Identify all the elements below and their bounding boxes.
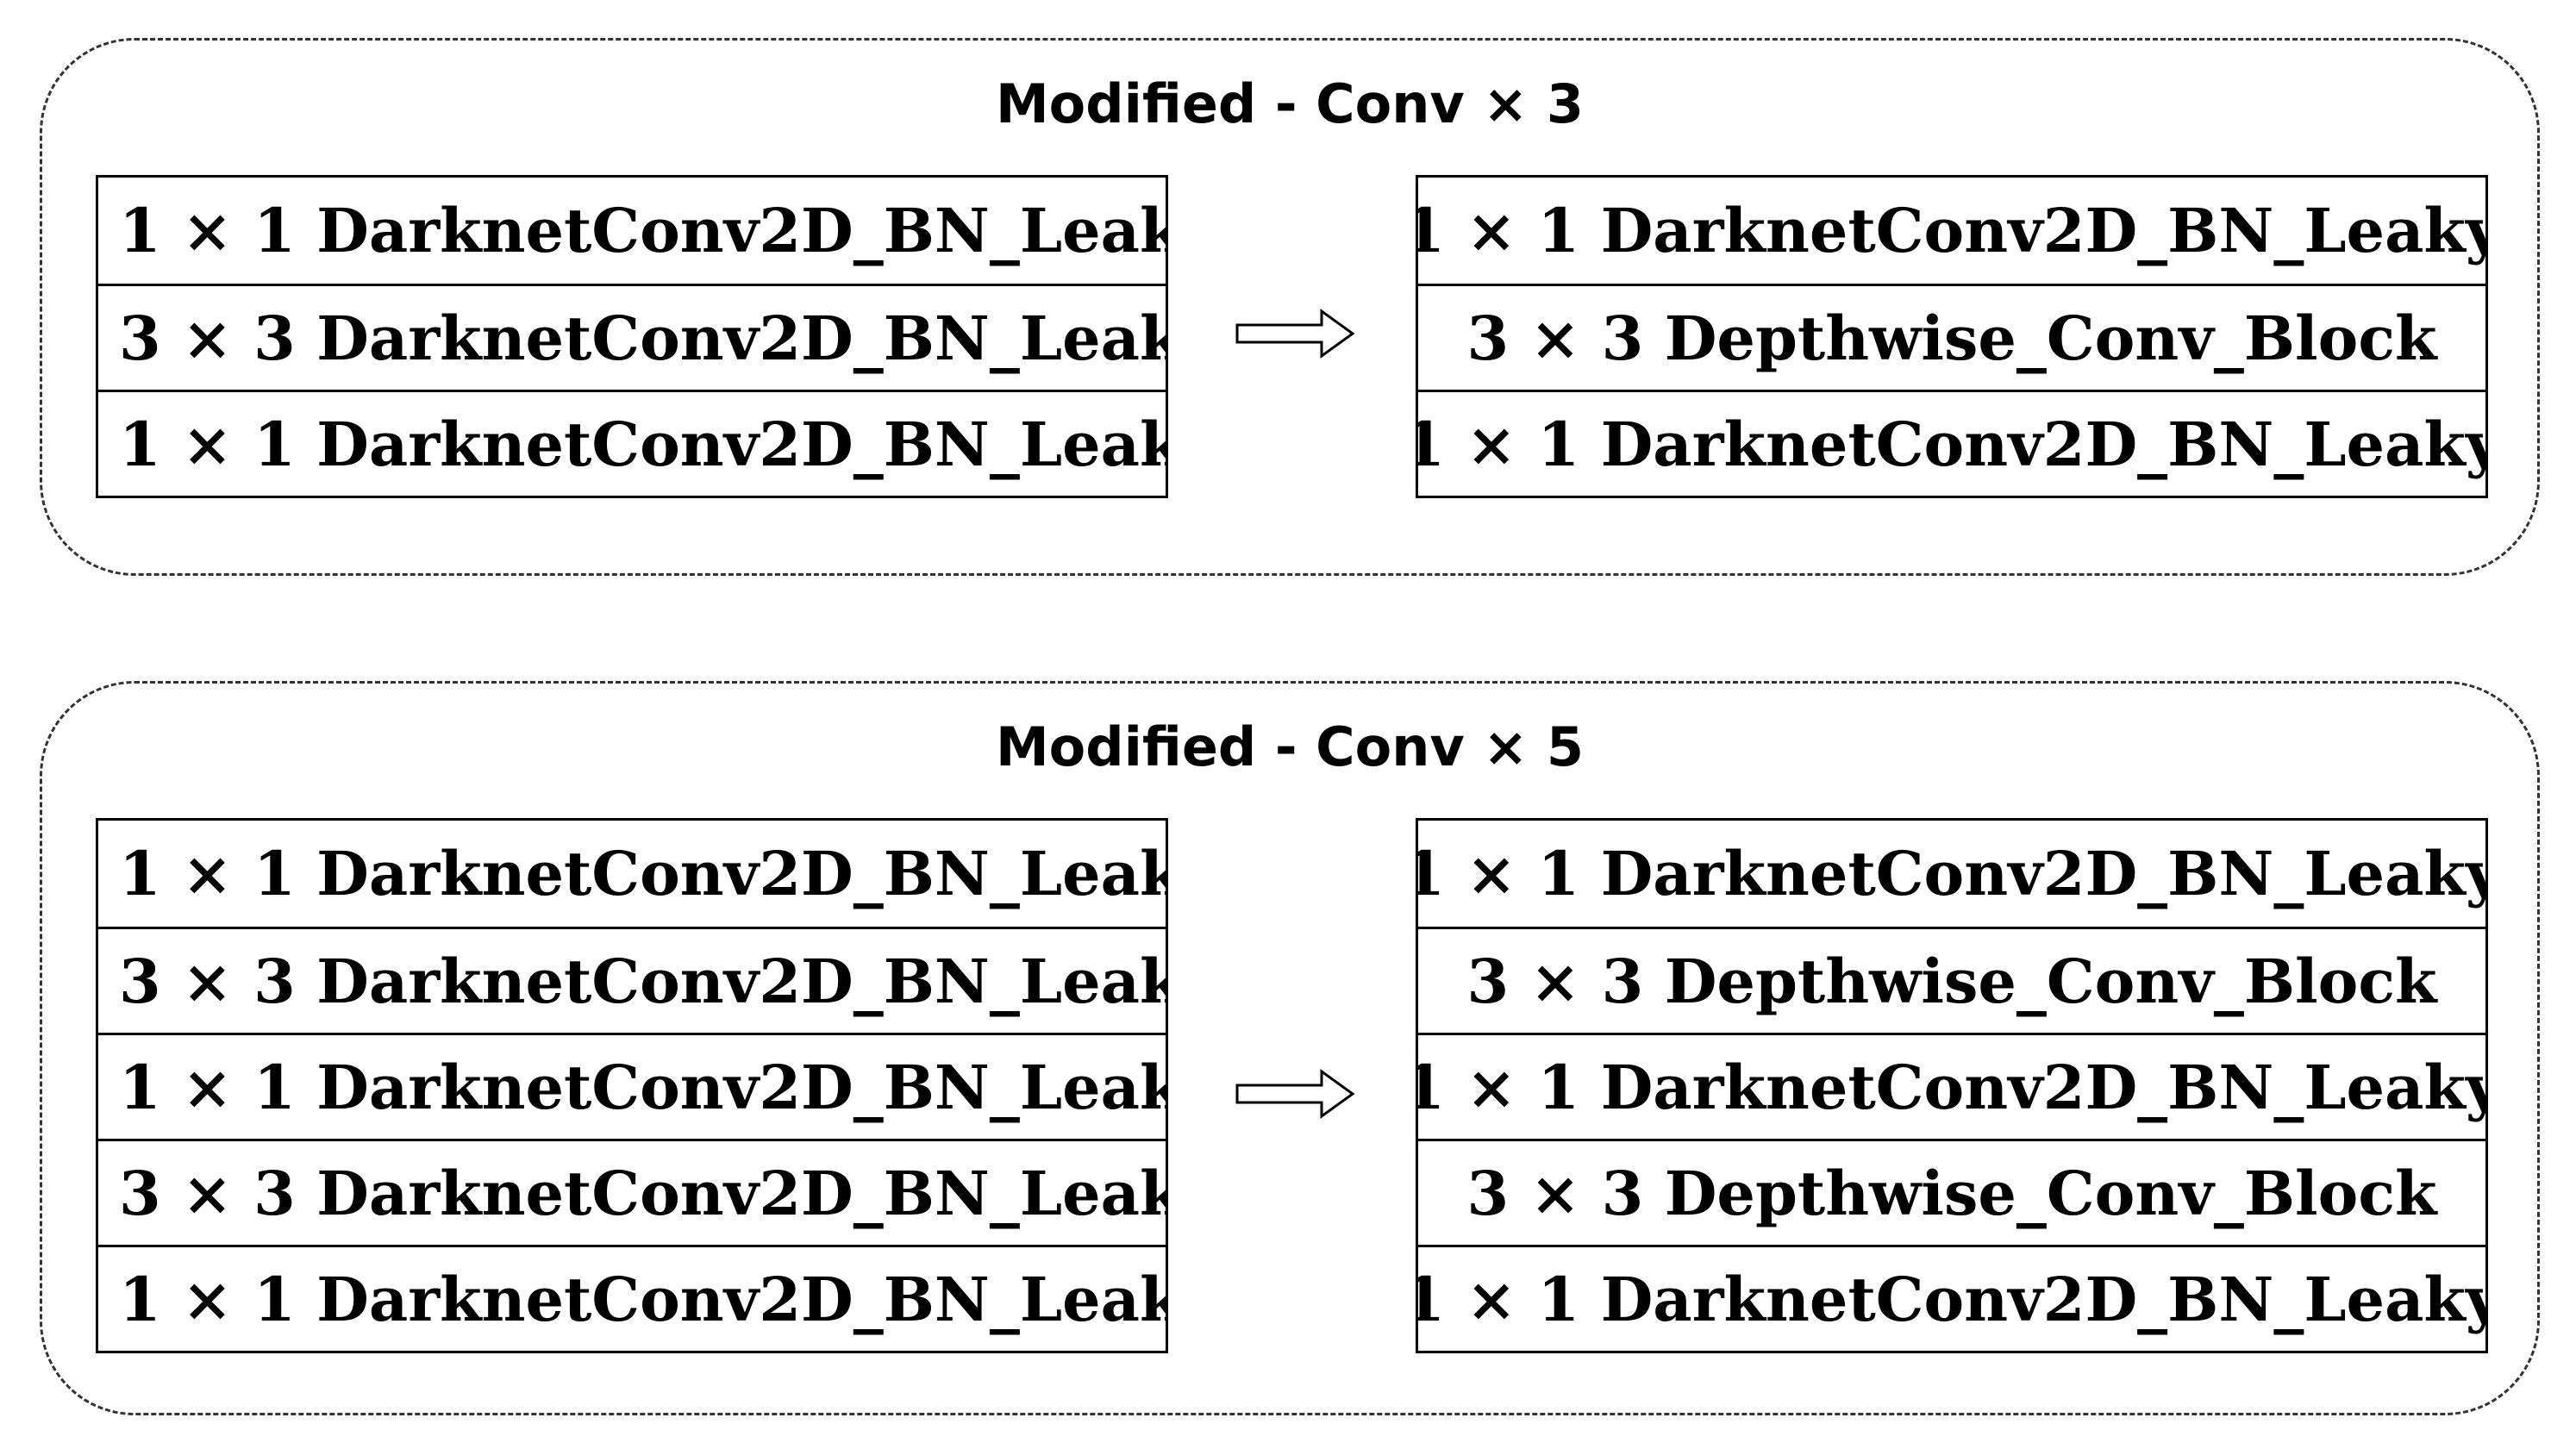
- conv-x5-original-stack: 1 × 1 DarknetConv2D_BN_Leaky 3 × 3 Darkn…: [96, 818, 1168, 1353]
- conv-x3-group: Modified - Conv × 3 1 × 1 DarknetConv2D_…: [40, 38, 2540, 576]
- conv-x5-modified-layer-1: 1 × 1 DarknetConv2D_BN_Leaky: [1418, 838, 2485, 909]
- conv-x5-modified-layer-3: 1 × 1 DarknetConv2D_BN_Leaky: [1418, 1033, 2485, 1139]
- conv-x5-original-layer-2: 3 × 3 DarknetConv2D_BN_Leaky: [98, 927, 1166, 1033]
- conv-x3-transform-arrow-icon: [1235, 309, 1355, 359]
- conv-x5-title: Modified - Conv × 5: [995, 715, 1585, 778]
- conv-x5-original-layer-5: 1 × 1 DarknetConv2D_BN_Leaky: [98, 1245, 1166, 1351]
- conv-x5-original-layer-4: 3 × 3 DarknetConv2D_BN_Leaky: [98, 1139, 1166, 1245]
- conv-x3-original-layer-1: 1 × 1 DarknetConv2D_BN_Leaky: [119, 195, 1166, 266]
- conv-x5-group: Modified - Conv × 5 1 × 1 DarknetConv2D_…: [40, 681, 2540, 1415]
- conv-x5-modified-layer-5: 1 × 1 DarknetConv2D_BN_Leaky: [1418, 1245, 2485, 1351]
- conv-x3-original-layer-3: 1 × 1 DarknetConv2D_BN_Leaky: [98, 390, 1166, 496]
- conv-x3-modified-layer-3: 1 × 1 DarknetConv2D_BN_Leaky: [1418, 390, 2485, 496]
- conv-x3-original-layer-2: 3 × 3 DarknetConv2D_BN_Leaky: [98, 284, 1166, 390]
- conv-x3-modified-layer-2: 3 × 3 Depthwise_Conv_Block: [1418, 284, 2485, 390]
- conv-x3-title: Modified - Conv × 3: [995, 72, 1585, 135]
- conv-x3-modified-stack: 1 × 1 DarknetConv2D_BN_Leaky 3 × 3 Depth…: [1416, 175, 2488, 498]
- conv-x3-original-stack: 1 × 1 DarknetConv2D_BN_Leaky 3 × 3 Darkn…: [96, 175, 1168, 498]
- conv-x5-original-layer-3: 1 × 1 DarknetConv2D_BN_Leaky: [98, 1033, 1166, 1139]
- conv-x5-original-layer-1: 1 × 1 DarknetConv2D_BN_Leaky: [119, 838, 1166, 909]
- conv-x5-modified-stack: 1 × 1 DarknetConv2D_BN_Leaky 3 × 3 Depth…: [1416, 818, 2488, 1353]
- conv-x3-modified-layer-1: 1 × 1 DarknetConv2D_BN_Leaky: [1418, 195, 2485, 266]
- conv-x5-modified-layer-4: 3 × 3 Depthwise_Conv_Block: [1418, 1139, 2485, 1245]
- conv-x5-modified-layer-2: 3 × 3 Depthwise_Conv_Block: [1418, 927, 2485, 1033]
- conv-x5-transform-arrow-icon: [1235, 1069, 1355, 1119]
